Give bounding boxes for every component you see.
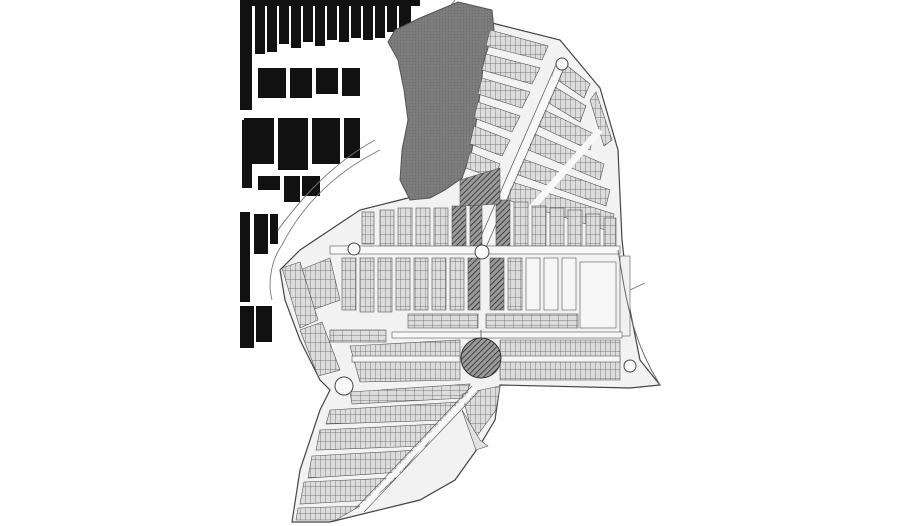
south-central-blocks: [349, 339, 621, 383]
south-lots: [295, 383, 501, 521]
west-edge-lots: [281, 261, 341, 377]
middle-blocks: [299, 255, 631, 337]
diagonal-avenues: [476, 60, 603, 252]
green-area: [387, 1, 495, 201]
east-road: [617, 249, 661, 386]
central-plaza: [460, 337, 502, 379]
south-diagonal-avenue: [358, 386, 478, 512]
neighbor-blocks: [240, 0, 420, 348]
upper-blocks: [361, 167, 617, 247]
lower-middle-blocks: [329, 313, 623, 343]
roundabouts: [334, 57, 637, 396]
